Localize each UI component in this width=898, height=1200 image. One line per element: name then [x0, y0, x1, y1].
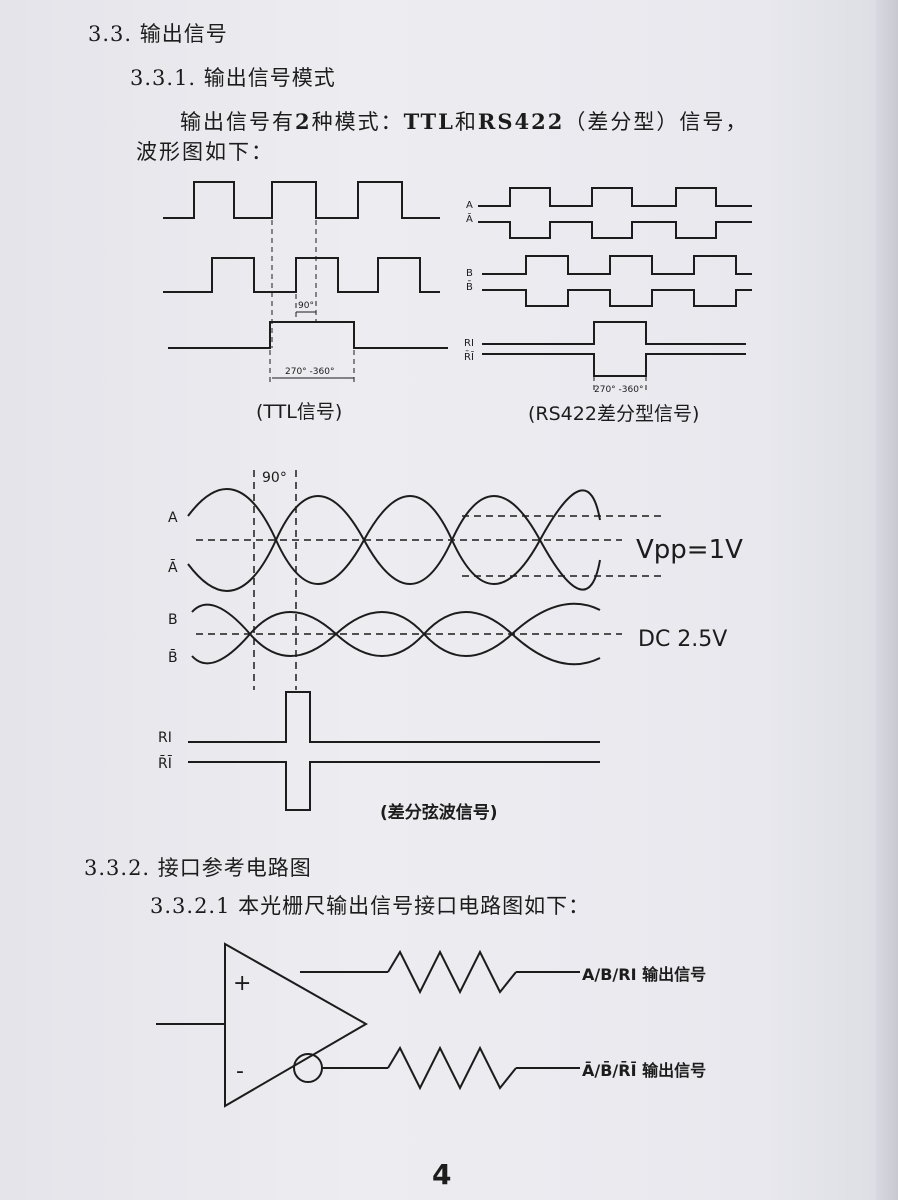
circuit-intro: 3.3.2.1 本光栅尺输出信号接口电路图如下：	[150, 894, 591, 918]
sine-label-b: B	[168, 612, 178, 628]
op-amp-minus-sign: -	[236, 1059, 244, 1084]
rs422-index-guides	[593, 376, 647, 392]
rs422-index-waveforms	[482, 321, 746, 377]
section-heading: 3.3. 输出信号	[88, 22, 228, 46]
negative-output-label: Ā/B̄/R̄Ī 输出信号	[582, 1060, 706, 1080]
rs422-index-width-label: 270° -360°	[594, 385, 643, 395]
waveform-intro: 波形图如下：	[136, 140, 274, 164]
sine-label-b-bar: B̄	[168, 648, 178, 666]
dc-offset-label: DC 2.5V	[638, 627, 727, 652]
op-amp-triangle	[224, 942, 369, 1108]
subsection-heading-interface-circuit: 3.3.2. 接口参考电路图	[84, 856, 312, 880]
sine-phase-label: 90°	[262, 470, 287, 486]
rs422-label-ri-bar: R̄Ī	[464, 350, 474, 363]
page-edge	[876, 0, 898, 1200]
resistor-negative-output	[387, 1045, 517, 1091]
op-amp-plus-sign: +	[233, 971, 251, 996]
positive-output-label: A/B/RI 输出信号	[582, 965, 706, 984]
amplitude-label: Vpp=1V	[636, 535, 743, 565]
resistor-positive-output	[387, 949, 517, 995]
rs422-label-ri: RI	[464, 338, 474, 349]
rs422-label-b: B	[466, 268, 473, 279]
page-number: 4	[432, 1158, 452, 1191]
sine-label-a-bar: Ā	[168, 559, 178, 576]
rs422-label-a: A	[466, 200, 473, 211]
rs422-caption: (RS422差分型信号)	[528, 403, 699, 425]
modes-intro-paragraph: 输出信号有2种模式：TTL和RS422（差分型）信号，	[180, 109, 749, 134]
sine-label-a: A	[168, 510, 178, 526]
ttl-index-width-label: 270° -360°	[285, 367, 334, 377]
ttl-channel-b-waveform	[163, 257, 440, 293]
rs422-channel-b-waveforms	[482, 255, 752, 307]
sine-index-waveforms	[188, 691, 600, 811]
sine-caption: (差分弦波信号)	[380, 802, 498, 823]
ttl-channel-a-waveform	[163, 181, 440, 219]
sine-label-ri: RI	[158, 730, 172, 746]
rs422-label-b-bar: B̄	[466, 280, 473, 293]
rs422-channel-a-waveforms	[478, 187, 752, 239]
sine-label-ri-bar: R̄Ī	[158, 754, 173, 772]
ttl-caption: (TTL信号)	[256, 401, 342, 423]
sine-reference-lines	[196, 470, 666, 690]
circuit-wires	[156, 971, 580, 1069]
rs422-label-a-bar: Ā	[466, 212, 473, 225]
sine-channel-a-waveforms	[187, 488, 601, 592]
subsection-heading-output-modes: 3.3.1. 输出信号模式	[130, 66, 336, 90]
inverting-output-bubble	[293, 1053, 323, 1083]
ttl-index-waveform	[168, 321, 448, 349]
ttl-phase-label: 90°	[298, 301, 314, 311]
ttl-dimension-arrows	[272, 311, 354, 379]
